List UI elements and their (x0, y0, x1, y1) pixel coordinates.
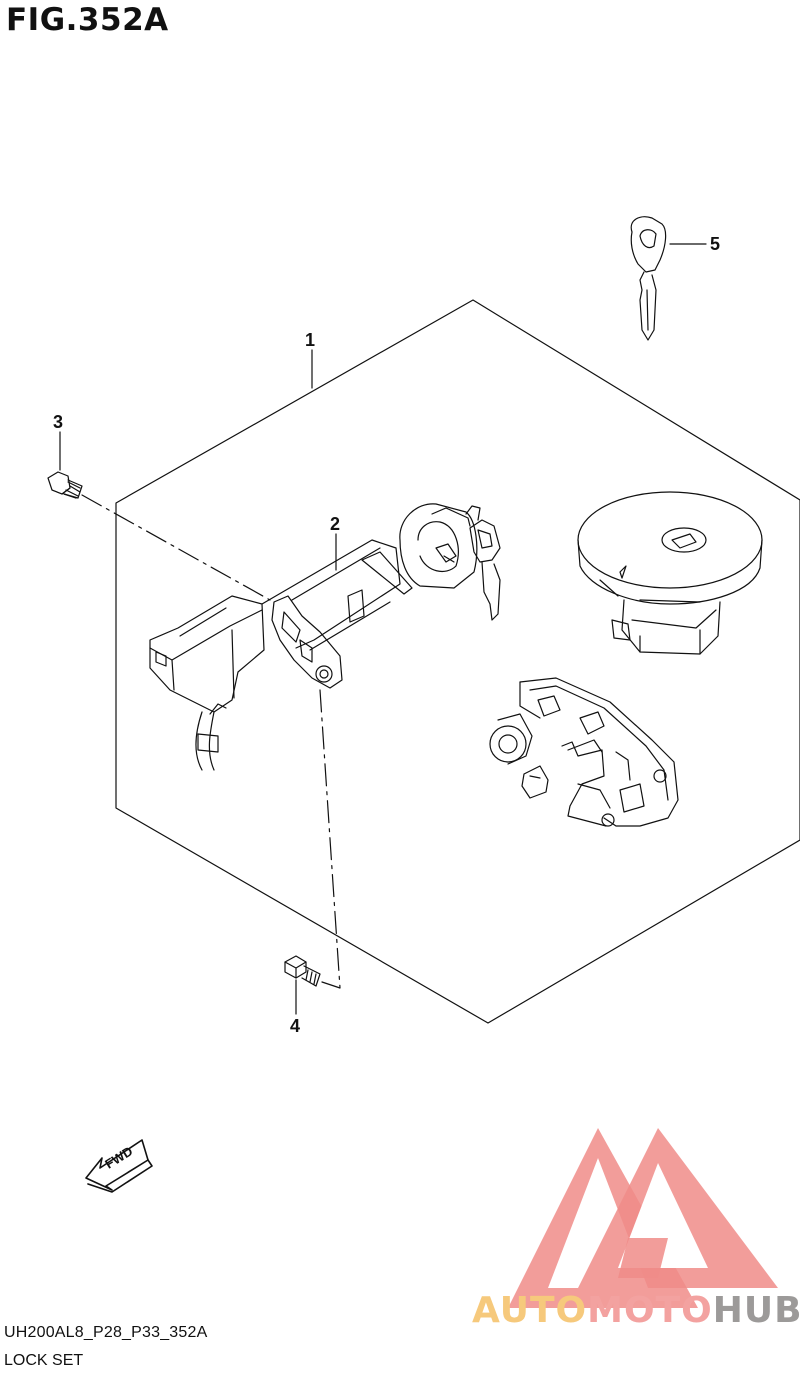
assembly-line-bolt-4 (319, 689, 341, 989)
assembly-line-bolt-3 (81, 494, 271, 601)
ignition-switch-drawing (149, 503, 501, 771)
figure-code: UH200AL8_P28_P33_352A (4, 1324, 208, 1341)
seat-lock-drawing (489, 677, 679, 827)
callout-5: 5 (710, 234, 721, 254)
bolt-3-drawing (47, 471, 83, 499)
fwd-arrow (85, 1139, 153, 1193)
watermark-hub: HUB (712, 1290, 800, 1331)
figure-title: FIG.352A (6, 2, 169, 38)
key-drawing (630, 216, 667, 341)
figure-name: LOCK SET (4, 1352, 84, 1369)
callout-1: 1 (305, 330, 316, 350)
watermark-auto: AUTO (472, 1290, 588, 1331)
lock-set-boundary (115, 299, 800, 1024)
watermark-moto: MOTO (587, 1290, 713, 1331)
fuel-cap-lock-drawing (577, 491, 763, 655)
callout-2: 2 (330, 514, 341, 534)
bolt-4-drawing (284, 955, 321, 987)
callout-3: 3 (53, 412, 64, 432)
callout-4: 4 (290, 1016, 301, 1036)
automotohub-logo-icon (508, 1128, 778, 1308)
watermark-text: AUTOMOTOHUB (472, 1290, 800, 1331)
